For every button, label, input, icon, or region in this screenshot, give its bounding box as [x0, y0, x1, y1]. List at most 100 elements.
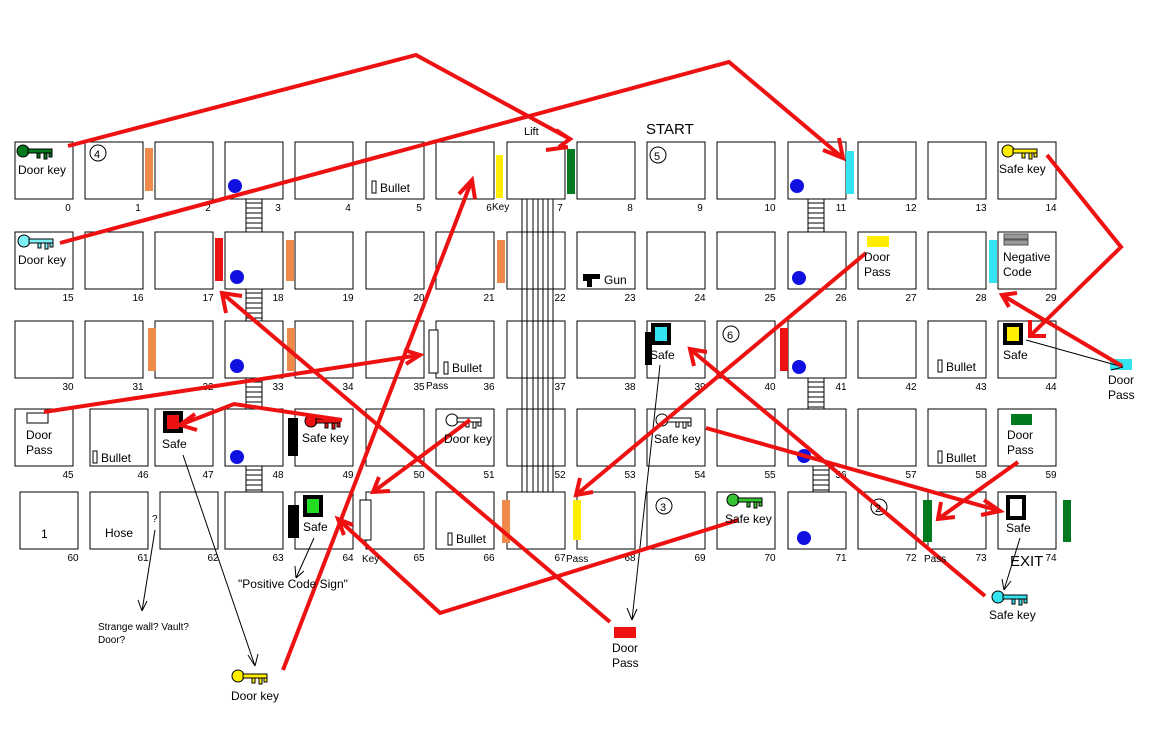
door-74-exit [1063, 500, 1071, 542]
player-marker [228, 179, 242, 193]
ladder [245, 199, 263, 232]
door-17-18 [215, 238, 223, 281]
exit-label: EXIT [1010, 553, 1043, 570]
annotation: Door key [231, 689, 279, 703]
room-67 [506, 491, 566, 550]
room-22 [506, 231, 566, 290]
room-label: Door key [18, 163, 66, 177]
safe-yellow-icon [1003, 323, 1023, 345]
room-number: 2 [205, 203, 211, 214]
annotation: Safe key [989, 608, 1036, 622]
ladders [245, 199, 830, 492]
ladder [812, 466, 830, 492]
labels: START Lift EXIT Door key Bullet Safe key… [18, 121, 1135, 703]
door-pass-white-icon [26, 412, 49, 424]
route-arrow [334, 515, 739, 616]
pointer-arrow [1001, 537, 1021, 591]
safe-cyan-icon [651, 323, 671, 345]
room-number: 5 [416, 203, 422, 214]
room-number: 74 [1045, 553, 1057, 564]
room-1 [84, 141, 144, 200]
bullet-icon [371, 180, 377, 194]
door-63-64 [288, 505, 299, 538]
room-42 [857, 320, 917, 379]
negative-code-sign-icon [1003, 239, 1029, 246]
circled-number-label: 3 [660, 502, 666, 514]
door-18-19 [286, 240, 294, 281]
room-label: ? [152, 514, 158, 525]
room-label: Door [1007, 428, 1033, 442]
room-number: 0 [65, 203, 71, 214]
door-key-yellow-icon [231, 669, 268, 685]
bullet-icon [937, 359, 943, 373]
door-11-12 [846, 151, 854, 194]
room-32 [154, 320, 214, 379]
room-number: 65 [413, 553, 425, 564]
circled-number-label: 6 [727, 330, 733, 342]
room-number: 59 [1045, 470, 1057, 481]
room-number: 40 [764, 382, 776, 393]
room-number: 52 [554, 470, 566, 481]
route-arrow [998, 291, 1124, 368]
room-number: 13 [975, 203, 987, 214]
room-number: 57 [905, 470, 917, 481]
door-48-49 [288, 418, 298, 456]
room-number: 4 [345, 203, 351, 214]
room-number: 11 [836, 203, 847, 214]
door-38-39 [645, 332, 652, 365]
room-number: 53 [624, 470, 636, 481]
room-number: 30 [62, 382, 74, 393]
room-number: 36 [483, 382, 495, 393]
room-number: 16 [132, 293, 144, 304]
room-label: Bullet [456, 532, 487, 546]
room-61 [89, 491, 149, 550]
player-marker [792, 360, 806, 374]
room-number: 33 [272, 382, 284, 393]
room-number: 38 [624, 382, 636, 393]
room-label: Pass [864, 265, 891, 279]
ladder [245, 466, 263, 492]
room-number: 23 [624, 293, 636, 304]
room-number: 17 [202, 293, 214, 304]
circled-numbers [89, 144, 888, 516]
route-arrow [175, 401, 343, 432]
door-28-29 [989, 240, 997, 283]
room-72 [857, 491, 917, 550]
room-label: Bullet [452, 361, 483, 375]
safe-key-cyan-icon [991, 590, 1028, 606]
pointer-arrows [137, 339, 1124, 667]
room-46 [89, 408, 149, 467]
room-label: Safe [650, 348, 675, 362]
room-53 [576, 408, 636, 467]
route-arrow [1028, 153, 1124, 338]
room-62 [159, 491, 219, 550]
door-35-36 [428, 329, 439, 374]
room-12 [857, 141, 917, 200]
pointer-arrow [182, 454, 259, 667]
room-label: Safe [1003, 348, 1028, 362]
room-7 [506, 141, 566, 200]
room-number: 26 [835, 293, 847, 304]
room-number: 54 [694, 470, 706, 481]
room-number: 48 [272, 470, 284, 481]
room-label: Door key [18, 253, 66, 267]
door-40-41 [780, 328, 788, 371]
room-number: 60 [67, 553, 79, 564]
circled-number-label: 2 [875, 503, 881, 515]
route-arrow [369, 418, 472, 495]
route-arrow [67, 52, 574, 149]
door-pass-yellow-icon [867, 236, 889, 247]
room-label: Safe [303, 520, 328, 534]
doors [145, 148, 1071, 543]
room-number: 61 [137, 553, 149, 564]
door-31-32 [148, 328, 156, 371]
room-number: 15 [62, 293, 74, 304]
door-72-73 [923, 500, 932, 542]
room-45 [14, 408, 74, 467]
room-30 [14, 320, 74, 379]
door-label: Key [362, 554, 379, 565]
annotation: Strange wall? Vault? [98, 622, 189, 633]
room-number: 41 [835, 382, 847, 393]
